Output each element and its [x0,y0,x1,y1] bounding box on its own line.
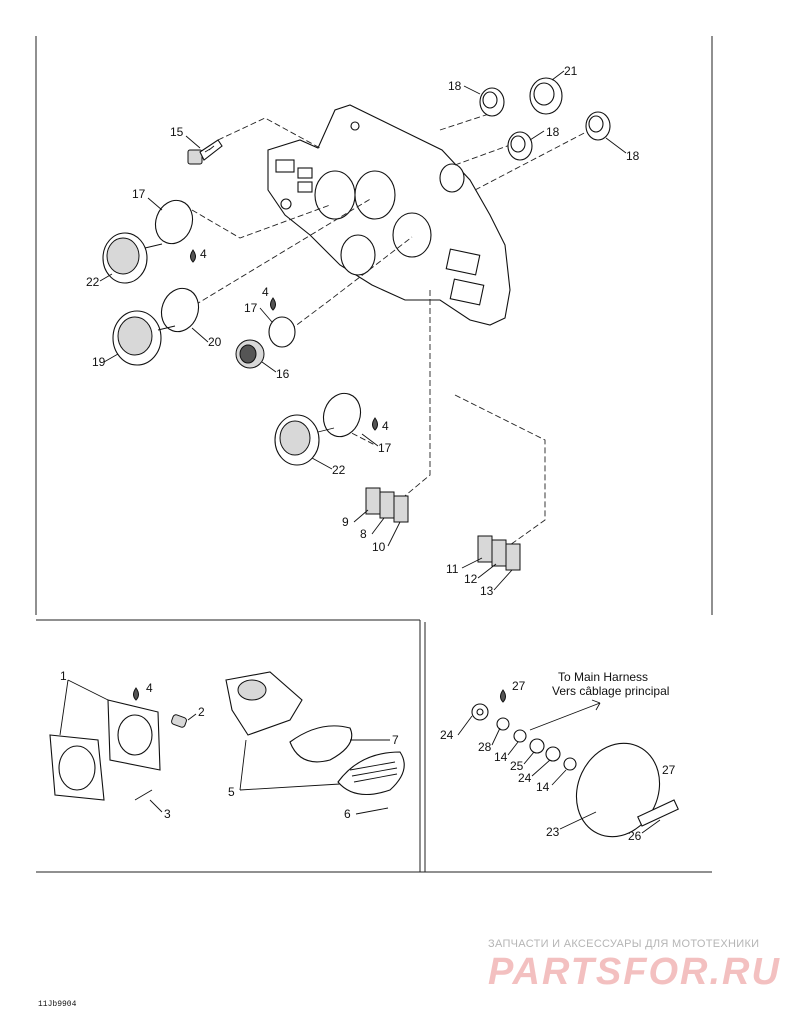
leader-lines [59,70,661,834]
callout-4-b: 4 [262,285,269,299]
callout-22-low: 22 [332,463,346,477]
callout-16: 16 [276,367,290,381]
callout-27-a: 27 [512,679,526,693]
callout-12: 12 [464,572,478,586]
drawing-reference-code: 11Jb9904 [38,1000,77,1009]
callout-21: 21 [564,64,578,78]
callout-25: 25 [510,759,524,773]
callout-11: 11 [446,562,459,576]
callout-17-mid: 17 [244,301,258,315]
screw-part-15 [187,139,223,165]
callout-9: 9 [342,515,349,529]
assembly-lines [191,94,591,546]
callout-20: 20 [208,335,222,349]
callout-28: 28 [478,740,492,754]
ring-nuts-18-21 [479,77,611,161]
callout-1: 1 [60,669,67,683]
callout-27-b: 27 [662,763,676,777]
instrument-console-panel [267,104,511,326]
callout-10: 10 [372,540,386,554]
vent-assembly-5-7 [225,671,405,796]
cable-fitting-assembly-14-28 [471,699,679,838]
callout-18-a: 18 [448,79,462,93]
callout-4-d: 4 [146,681,153,695]
callout-24-b: 24 [518,771,532,785]
callout-8: 8 [360,527,367,541]
callout-13: 13 [480,584,494,598]
callout-18-b: 18 [546,125,560,139]
callout-23: 23 [546,825,560,839]
harness-note: To Main Harness Vers câblage principal [552,670,669,698]
harness-note-english: To Main Harness [558,670,648,684]
callout-19: 19 [92,355,106,369]
callout-14-a: 14 [494,750,508,764]
callout-2: 2 [198,705,205,719]
gauges [102,199,362,466]
horn-assembly-1-3 [49,699,187,801]
callout-17-low: 17 [378,441,392,455]
callout-4-a: 4 [200,247,207,261]
watermark-tagline: ЗАПЧАСТИ И АКСЕССУАРЫ ДЛЯ МОТОТЕХНИКИ [488,938,760,950]
callout-3: 3 [164,807,171,821]
callout-labels: 15 17 4 22 19 20 4 17 16 4 17 22 18 21 1… [60,64,676,843]
callout-17-top: 17 [132,187,146,201]
callout-6: 6 [344,807,351,821]
callout-24-a: 24 [440,728,454,742]
callout-14-b: 14 [536,780,550,794]
section-frames [35,36,713,873]
watermark-logo: PARTSFOR.RU [488,951,781,993]
callout-5: 5 [228,785,235,799]
callout-7: 7 [392,733,399,747]
callout-26: 26 [628,829,642,843]
callout-22-top: 22 [86,275,100,289]
harness-note-french: Vers câblage principal [552,684,669,698]
callout-15: 15 [170,125,184,139]
switches [365,487,521,571]
callout-18-c: 18 [626,149,640,163]
callout-4-c: 4 [382,419,389,433]
